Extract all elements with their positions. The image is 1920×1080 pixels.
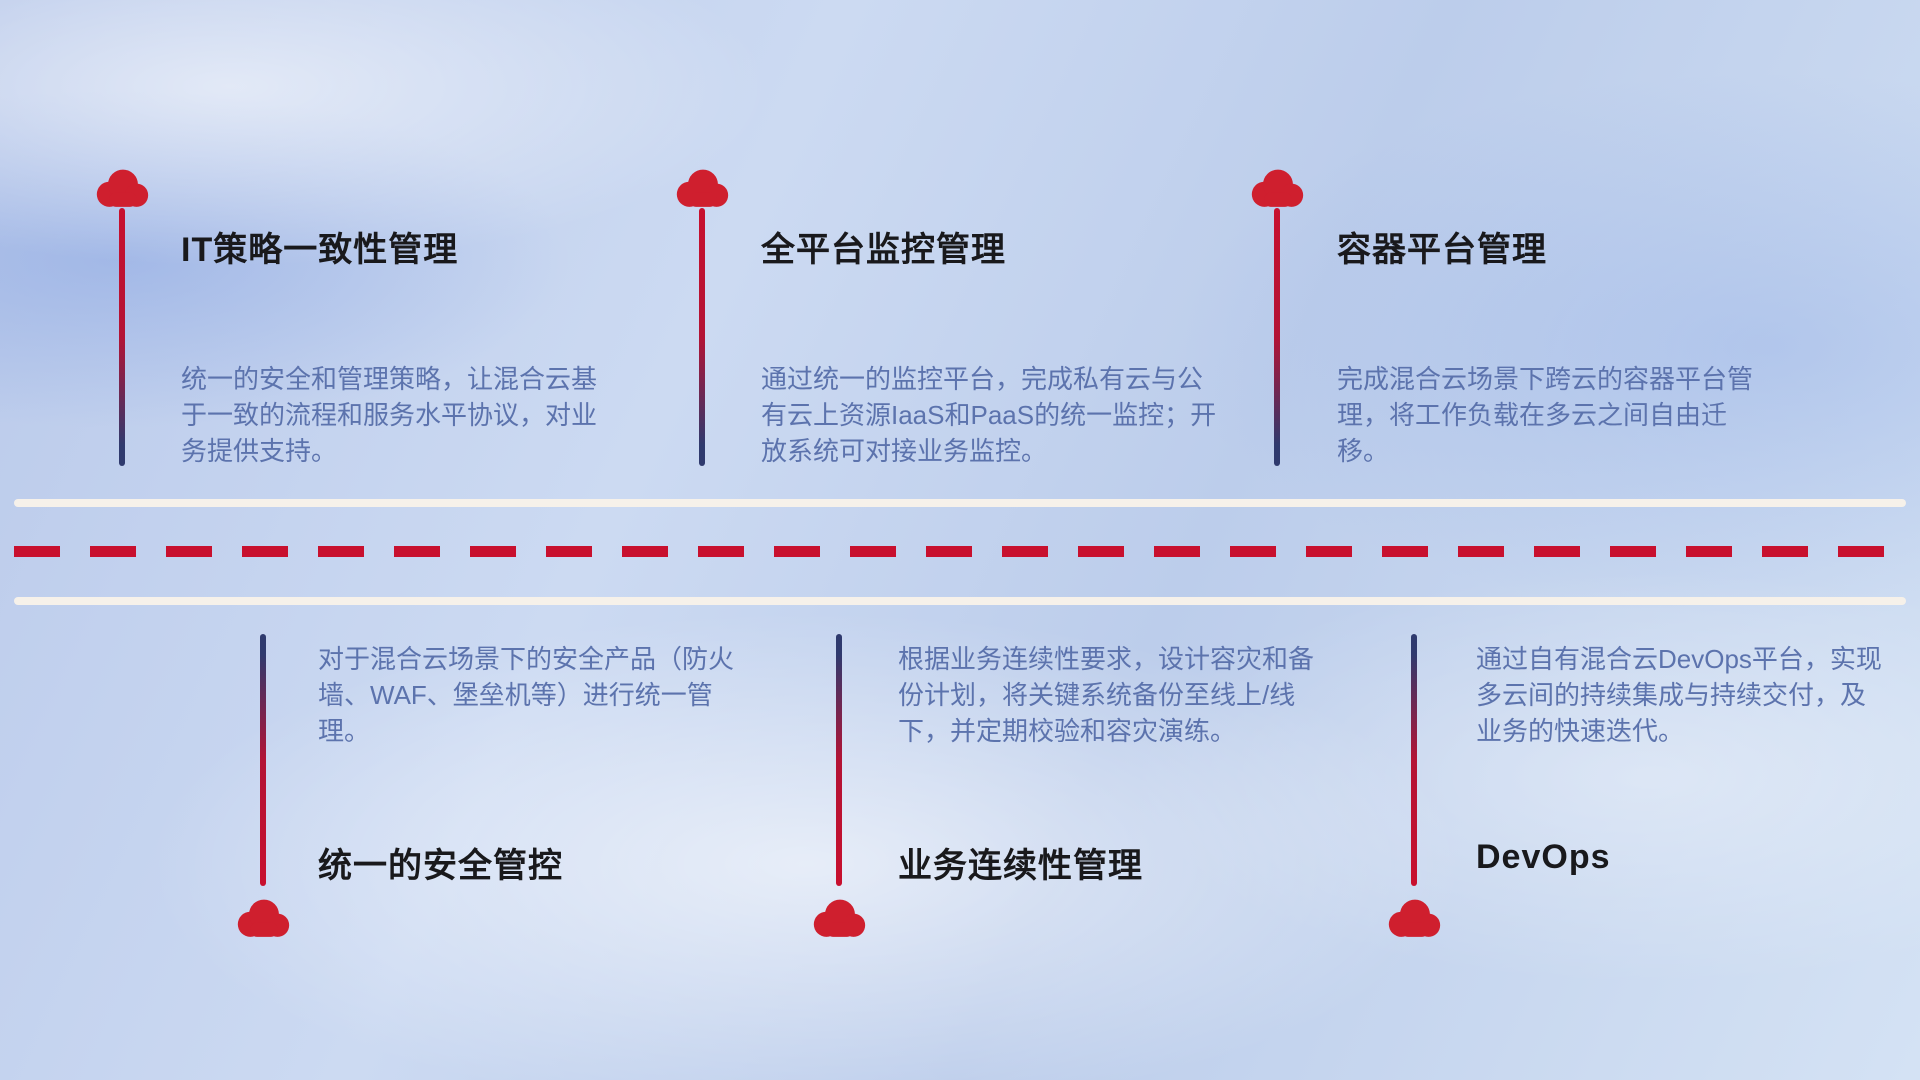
capability-title: 统一的安全管控	[318, 847, 563, 885]
timeline-stem	[1411, 634, 1417, 886]
road-dashed-centerline	[14, 546, 1906, 557]
timeline-stem	[119, 208, 125, 466]
road-lane-line-bottom	[14, 597, 1906, 605]
cloud-icon	[232, 896, 294, 939]
capability-title: 业务连续性管理	[898, 847, 1143, 885]
timeline-stem	[1274, 208, 1280, 466]
capability-description: 完成混合云场景下跨云的容器平台管理，将工作负载在多云之间自由迁移。	[1337, 364, 1754, 466]
capability-description: 通过统一的监控平台，完成私有云与公有云上资源IaaS和PaaS的统一监控；开放系…	[761, 364, 1217, 466]
capability-description: 根据业务连续性要求，设计容灾和备份计划，将关键系统备份至线上/线下，并定期校验和…	[898, 644, 1315, 746]
timeline-stem	[260, 634, 266, 886]
capability-title: DevOps	[1476, 838, 1611, 876]
cloud-icon	[808, 896, 870, 939]
capability-description: 对于混合云场景下的安全产品（防火墙、WAF、堡垒机等）进行统一管理。	[318, 644, 735, 746]
capability-description: 通过自有混合云DevOps平台，实现多云间的持续集成与持续交付，及业务的快速迭代…	[1476, 644, 1882, 746]
capability-title: IT策略一致性管理	[181, 231, 459, 269]
road-lane-line-top	[14, 499, 1906, 507]
timeline-stem	[699, 208, 705, 466]
cloud-icon	[671, 166, 733, 209]
cloud-icon	[1246, 166, 1308, 209]
cloud-icon	[1383, 896, 1445, 939]
capability-title: 容器平台管理	[1337, 231, 1547, 269]
capability-description: 统一的安全和管理策略，让混合云基于一致的流程和服务水平协议，对业务提供支持。	[181, 364, 598, 466]
capability-title: 全平台监控管理	[761, 231, 1006, 269]
cloud-icon	[91, 166, 153, 209]
timeline-stem	[836, 634, 842, 886]
